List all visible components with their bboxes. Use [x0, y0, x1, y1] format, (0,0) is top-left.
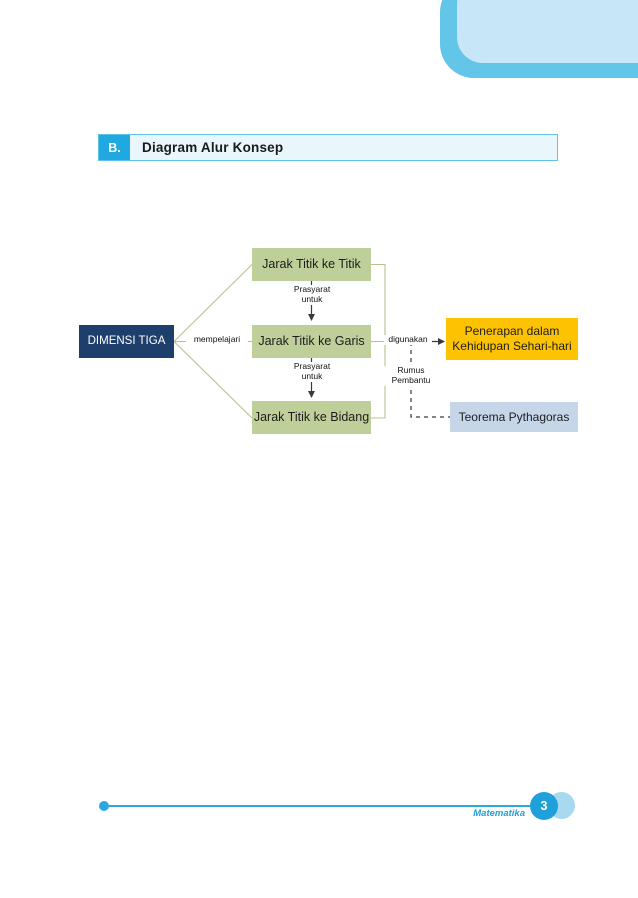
- node-penerapan-line-1: Penerapan dalam: [464, 324, 560, 338]
- node-jarak-titik-ke-bidang: Jarak Titik ke Bidang: [252, 401, 371, 434]
- edge-label-prasyarat-2-line-1: Prasyarat: [293, 361, 331, 371]
- edge-label-prasyarat-1-line-2: untuk: [301, 293, 323, 304]
- footer-rule: [106, 805, 546, 807]
- section-title: Diagram Alur Konsep: [142, 140, 284, 155]
- edge-label-mempelajari: mempelajari: [186, 334, 248, 346]
- edge-label-rumus-line-2: Pembantu: [391, 374, 431, 385]
- page-number-badge: 3: [530, 792, 558, 820]
- edge-label-prasyarat-untuk-2: Prasyarat untuk: [286, 361, 338, 382]
- node-jarak-titik-ke-garis: Jarak Titik ke Garis: [252, 325, 371, 358]
- edge-label-rumus-pembantu: Rumus Pembantu: [382, 365, 440, 386]
- section-letter-badge: B.: [99, 135, 130, 160]
- node-jarak-titik-ke-titik: Jarak Titik ke Titik: [252, 248, 371, 281]
- edge-label-prasyarat-untuk-1: Prasyarat untuk: [286, 284, 338, 305]
- header-decoration-inner: [457, 0, 638, 63]
- edge-label-digunakan: digunakan: [384, 334, 432, 345]
- footer-subject-label: Matematika: [473, 808, 525, 819]
- node-teorema-pythagoras: Teorema Pythagoras: [450, 402, 578, 432]
- node-penerapan-line-2: Kehidupan Sehari-hari: [452, 339, 572, 353]
- section-header: B. Diagram Alur Konsep: [98, 134, 558, 161]
- node-dimensi-tiga: DIMENSI TIGA: [79, 325, 174, 358]
- edge-green-bracket: [371, 263, 386, 419]
- footer-rule-dot: [99, 801, 109, 811]
- edge-label-prasyarat-2-line-2: untuk: [301, 370, 323, 381]
- edge-label-rumus-line-1: Rumus: [397, 365, 425, 375]
- node-penerapan-kehidupan: Penerapan dalam Kehidupan Sehari-hari: [446, 318, 578, 360]
- edge-label-prasyarat-1-line-1: Prasyarat: [293, 284, 331, 294]
